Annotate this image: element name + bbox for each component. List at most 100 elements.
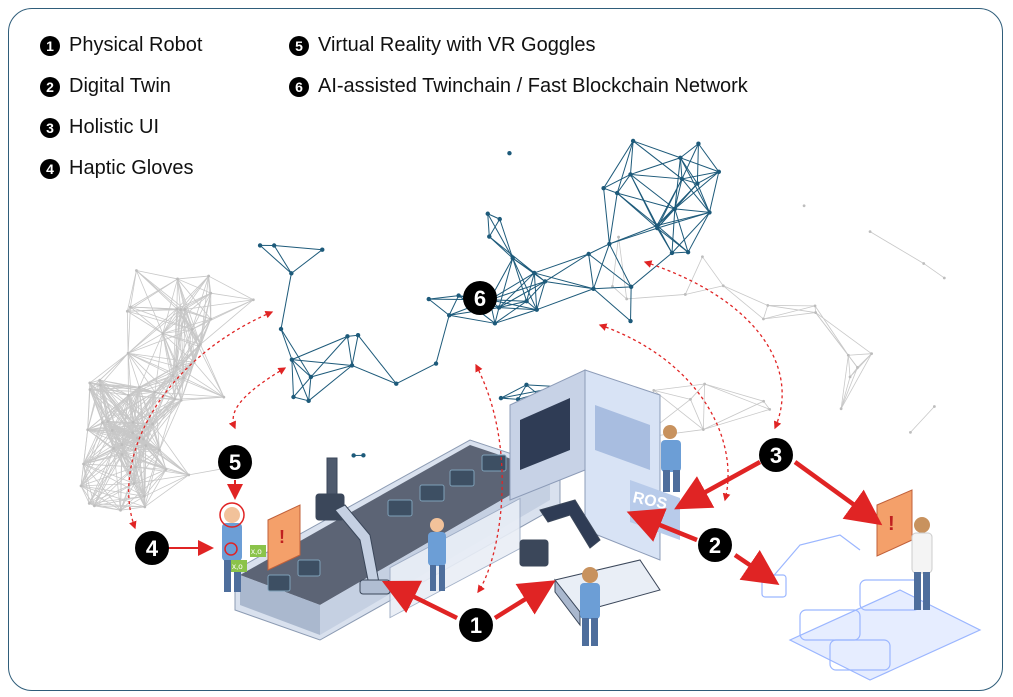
- network-node: [320, 247, 325, 252]
- network-node: [654, 223, 660, 228]
- network-node: [628, 172, 633, 177]
- network-link: [603, 173, 631, 189]
- network-link: [94, 483, 135, 507]
- legend-item-vr-goggles: 5 Virtual Reality with VR Goggles: [289, 34, 596, 57]
- network-link: [681, 143, 699, 180]
- network-node: [361, 453, 366, 458]
- network-link: [351, 335, 359, 366]
- network-link: [89, 382, 129, 396]
- legend-number-6: 6: [289, 76, 309, 97]
- network-link: [840, 353, 872, 409]
- glove-label: x,o: [232, 562, 243, 571]
- network-link: [111, 395, 129, 431]
- network-node: [141, 437, 145, 441]
- network-link: [83, 429, 89, 465]
- callout-3: 3: [759, 438, 793, 472]
- legend-label: Virtual Reality with VR Goggles: [318, 34, 596, 56]
- network-link: [351, 365, 397, 385]
- network-node: [257, 243, 263, 248]
- network-link: [815, 312, 872, 354]
- network-node: [716, 169, 722, 174]
- network-link: [609, 225, 658, 245]
- network-node: [685, 249, 691, 255]
- network-link: [671, 212, 710, 254]
- network-link: [704, 383, 770, 410]
- network-node: [768, 407, 772, 411]
- network-link: [83, 463, 90, 504]
- network-link: [588, 253, 594, 289]
- network-node: [814, 311, 818, 314]
- network-node: [487, 234, 492, 239]
- network-link: [184, 299, 254, 310]
- network-node: [209, 317, 213, 321]
- network-link: [83, 432, 133, 465]
- network-node: [721, 284, 725, 288]
- network-link: [273, 245, 292, 274]
- network-node: [151, 422, 155, 426]
- network-link: [517, 384, 527, 400]
- network-node: [586, 251, 591, 257]
- network-link: [489, 281, 546, 301]
- network-link: [616, 192, 658, 226]
- network-link: [144, 469, 167, 508]
- network-link: [512, 258, 528, 302]
- network-link: [494, 309, 537, 324]
- network-link: [512, 258, 538, 310]
- legend-label: AI-assisted Twinchain / Fast Blockchain …: [318, 75, 748, 97]
- network-node: [761, 317, 765, 321]
- network-link: [708, 171, 720, 213]
- network-link: [102, 422, 135, 484]
- network-node: [137, 385, 141, 389]
- network-link: [291, 249, 323, 274]
- network-node: [496, 305, 502, 310]
- network-node: [839, 407, 843, 411]
- network-node: [611, 284, 614, 288]
- network-link: [83, 422, 103, 465]
- operator-ui: [661, 425, 681, 492]
- network-link: [632, 140, 681, 159]
- network-link: [489, 299, 537, 311]
- network-node: [129, 305, 132, 309]
- network-node: [652, 388, 656, 392]
- network-link: [681, 178, 698, 185]
- network-node: [542, 279, 548, 284]
- network-link: [499, 218, 514, 259]
- network-link: [130, 278, 178, 308]
- network-link: [144, 469, 167, 497]
- network-link: [674, 208, 710, 213]
- network-link: [534, 253, 589, 274]
- network-node: [131, 431, 135, 435]
- network-link: [630, 174, 658, 226]
- network-link: [498, 272, 535, 308]
- network-link: [685, 285, 724, 295]
- network-node: [120, 443, 124, 446]
- network-link: [494, 307, 500, 324]
- network-link: [612, 237, 619, 287]
- network-link: [526, 300, 538, 311]
- network-link: [310, 336, 348, 378]
- network-node: [173, 397, 177, 401]
- legend-item-digital-twin: 2 Digital Twin: [40, 75, 171, 98]
- network-link: [280, 328, 293, 360]
- callout-number: 4: [146, 536, 159, 561]
- network-node: [106, 420, 110, 423]
- network-link: [83, 463, 121, 511]
- network-link: [840, 376, 851, 409]
- network-link: [80, 485, 90, 504]
- network-link: [488, 218, 501, 237]
- network-link: [80, 485, 95, 507]
- network-link: [671, 208, 676, 254]
- network-node: [306, 398, 311, 404]
- glove-label: x,o: [251, 547, 262, 556]
- network-node: [672, 206, 678, 212]
- network-link: [489, 272, 535, 301]
- callout-2: 2: [698, 528, 732, 562]
- network-link: [308, 365, 353, 402]
- network-link: [310, 364, 353, 378]
- network-link: [533, 272, 538, 310]
- network-link: [656, 208, 676, 226]
- network-node: [271, 243, 277, 248]
- legend-label: Digital Twin: [69, 75, 171, 97]
- network-link: [291, 359, 294, 398]
- network-link: [674, 208, 689, 253]
